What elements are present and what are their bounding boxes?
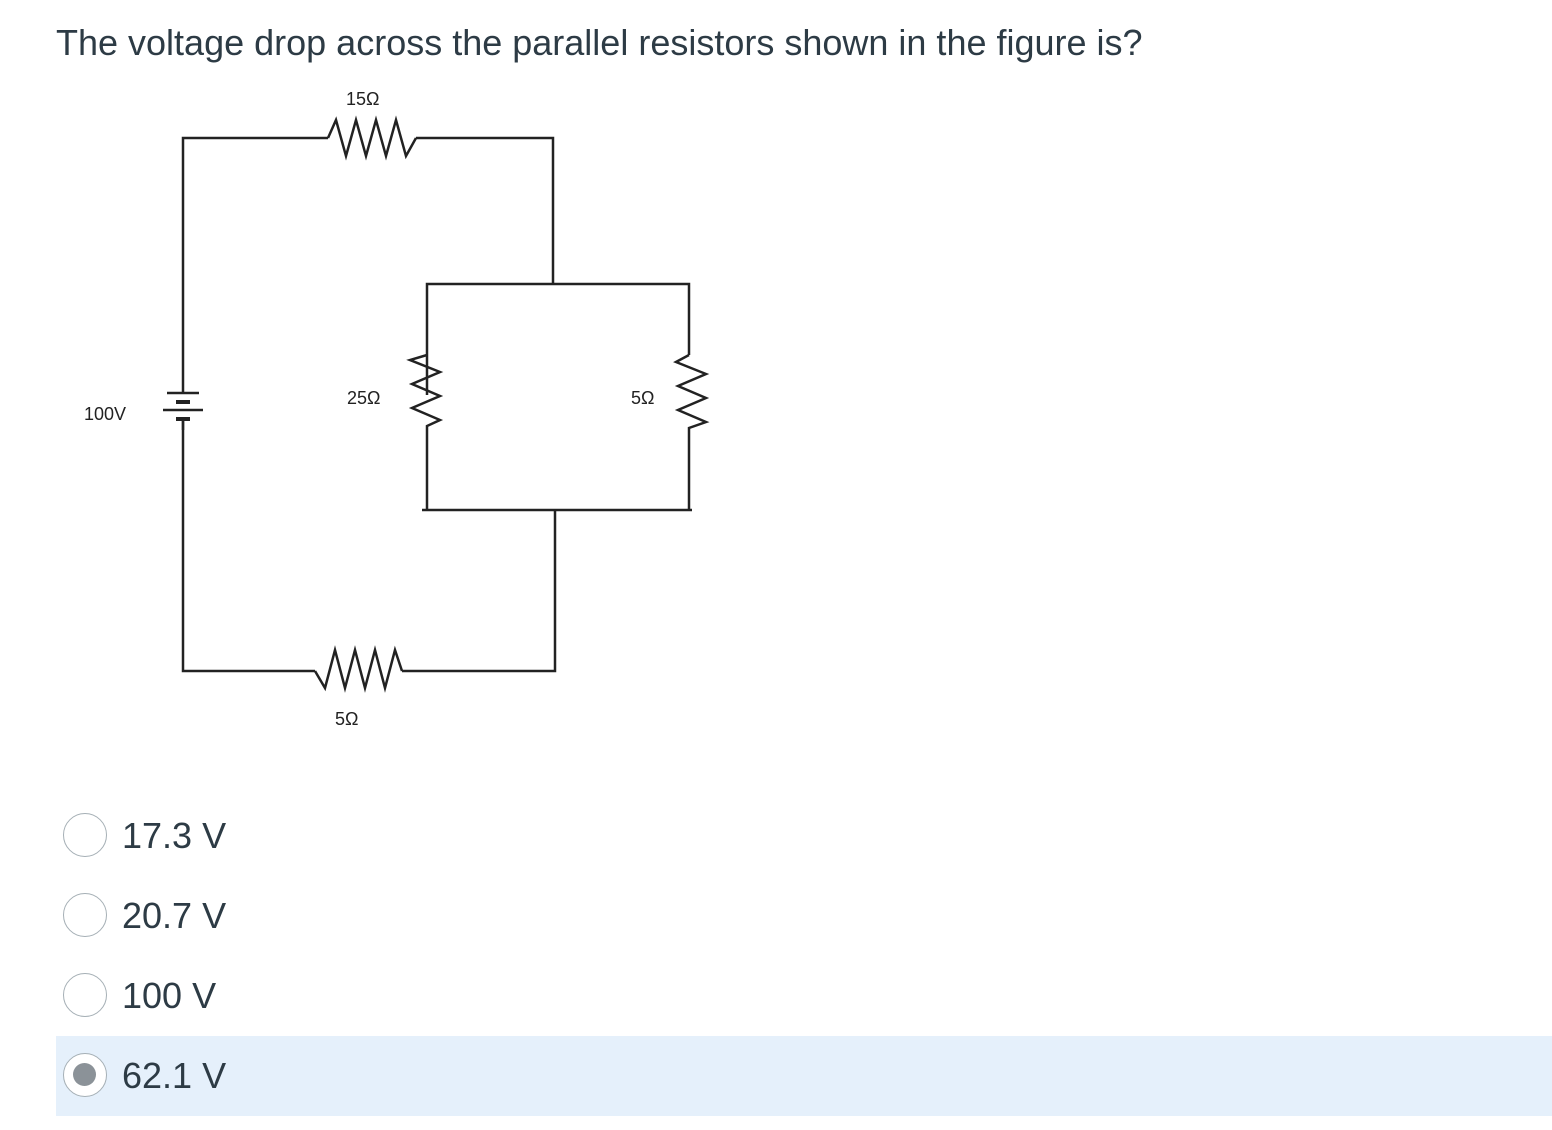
resistor-bottom xyxy=(313,645,404,693)
radio-button[interactable] xyxy=(63,1053,107,1097)
label-r-parallel-right: 5Ω xyxy=(631,388,654,408)
label-source: 100V xyxy=(84,404,126,424)
resistor-top xyxy=(326,115,418,161)
radio-button[interactable] xyxy=(63,973,107,1017)
circuit-diagram: 100V 15Ω 25Ω 5Ω 5Ω xyxy=(84,89,710,729)
wire-left-top xyxy=(181,136,328,382)
answer-label: 100 V xyxy=(122,975,217,1016)
label-r-parallel-left: 25Ω xyxy=(347,388,380,408)
radio-button[interactable] xyxy=(63,893,107,937)
answer-option[interactable]: 62.1 V xyxy=(56,1036,1552,1116)
question-text: The voltage drop across the parallel res… xyxy=(56,22,1143,63)
answer-option[interactable]: 20.7 V xyxy=(56,876,1552,956)
battery-symbol xyxy=(163,382,203,430)
answer-option[interactable]: 17.3 V xyxy=(56,796,1552,876)
resistor-parallel-left xyxy=(406,353,444,510)
label-r-bottom: 5Ω xyxy=(335,709,358,729)
answer-list: 17.3 V 20.7 V 100 V 62.1 V xyxy=(56,796,1552,1116)
wire-parallel-top xyxy=(425,282,691,395)
answer-label: 62.1 V xyxy=(122,1055,227,1096)
wire-top-right xyxy=(416,136,555,284)
wire-bottom-right xyxy=(402,510,557,673)
answer-label: 17.3 V xyxy=(122,815,227,856)
label-r-top: 15Ω xyxy=(346,89,379,109)
radio-button[interactable] xyxy=(63,813,107,857)
answer-option[interactable]: 100 V xyxy=(56,956,1552,1036)
resistor-parallel-right xyxy=(673,353,710,510)
wire-bottom-left xyxy=(181,420,315,673)
answer-label: 20.7 V xyxy=(122,895,227,936)
